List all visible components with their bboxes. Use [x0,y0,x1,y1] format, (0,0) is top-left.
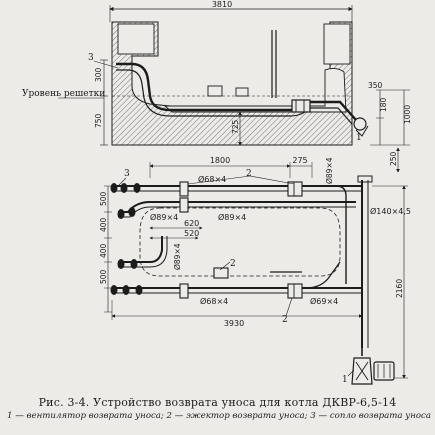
callout-2-bot: 2 [282,315,288,325]
dim-1800: 1800 [210,156,230,165]
pipe-68x4-bot: Ø68×4 [200,296,228,306]
callout-2-top: 2 [246,169,252,179]
plan-view [104,162,408,385]
dim-top-width: 3810 [212,0,232,9]
dim-620: 620 [184,219,199,228]
pipe-89x4-b: Ø89×4 [218,212,246,222]
dim-300: 300 [94,67,103,82]
callout-1-top: 1 [356,133,362,143]
grate-level-label: Уровень решетки [22,89,105,99]
dim-250: 250 [389,151,398,166]
dim-500-b: 500 [99,269,108,284]
dim-180: 180 [379,97,388,112]
pipe-68x4-top: Ø68×4 [198,174,226,184]
callout-2-mid: 2 [230,259,236,269]
pipe-69x4-bot: Ø69×4 [310,296,338,306]
figure-caption-title: Рис. 3-4. Устройство возврата уноса для … [38,396,397,409]
pipe-89x4-a: Ø89×4 [150,212,178,222]
callout-1-plan: 1 [342,375,348,385]
pipe-89x4-right: Ø89×4 [325,157,334,184]
figure-caption-legend: 1 — вентилятор возврата уноса; 2 — эжект… [7,411,431,421]
dim-275: 275 [292,156,307,165]
callout-3-plan: 3 [124,169,130,179]
callout-3-top: 3 [88,53,94,63]
pipe-140x45: Ø140×4,5 [370,206,411,216]
dim-500-a: 500 [99,191,108,206]
dim-520: 520 [184,229,199,238]
dim-400-a: 400 [99,217,108,232]
dim-725: 725 [231,119,240,134]
dim-1000: 1000 [403,105,412,124]
dim-350: 350 [368,81,383,90]
section-view [58,5,410,173]
dim-400-b: 400 [99,243,108,258]
pipe-89x4-vert: Ø89×4 [173,243,182,270]
dim-2160: 2160 [395,279,404,298]
dim-750: 750 [94,113,103,128]
dim-3930: 3930 [224,319,244,328]
